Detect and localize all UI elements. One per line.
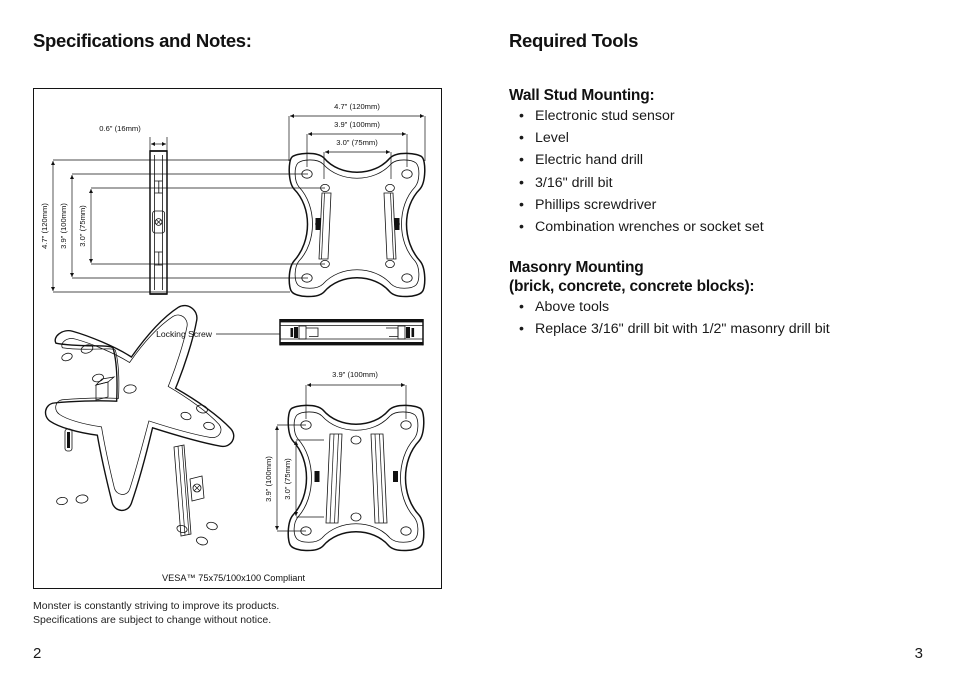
- list-item-label: Electronic stud sensor: [535, 108, 675, 124]
- vesa-compliance-note: VESA™ 75x75/100x100 Compliant: [162, 573, 305, 583]
- list-item: • Level: [509, 127, 764, 149]
- left-page: Specifications and Notes: 0.6" (16mm): [33, 0, 473, 682]
- list-item-label: Replace 3/16" drill bit with 1/2" masonr…: [535, 321, 830, 338]
- list-item-label: 3/16" drill bit: [535, 174, 613, 191]
- list-item: • Electronic stud sensor: [509, 105, 764, 127]
- dimension-top-v-1: 4.7" (120mm): [40, 203, 49, 249]
- page-title-required-tools: Required Tools: [509, 30, 639, 51]
- list-item-label: Above tools: [535, 299, 610, 315]
- list-item: • Combination wrenches or socket set: [509, 216, 764, 238]
- tool-list-masonry: • Above tools • Replace 3/16" drill bit …: [509, 296, 830, 340]
- bullet-icon: •: [519, 321, 524, 338]
- section-subtitle-masonry: (brick, concrete, concrete blocks):: [509, 278, 755, 295]
- section-title-masonry: Masonry Mounting: [509, 259, 644, 276]
- bullet-icon: •: [519, 196, 524, 213]
- callout-locking-screw: Locking Screw: [156, 329, 213, 339]
- bottom-bracket-front-view: 3.9" (100mm) 3.9" (100mm) 3.0" (75mm): [264, 370, 425, 552]
- list-item-label: Level: [535, 130, 569, 147]
- list-item: • Electric hand drill: [509, 149, 764, 171]
- list-item-label: Electric hand drill: [535, 152, 644, 169]
- specifications-footnote: Monster is constantly striving to improv…: [33, 600, 279, 627]
- dimension-top-h-3: 3.0" (75mm): [336, 138, 378, 147]
- bullet-icon: •: [519, 108, 524, 124]
- page-number-right: 3: [914, 645, 923, 662]
- bullet-icon: •: [519, 219, 524, 236]
- list-item: • Above tools: [509, 296, 830, 318]
- list-item-label: Combination wrenches or socket set: [535, 219, 764, 236]
- dimension-bottom-h-1: 3.9" (100mm): [332, 370, 378, 379]
- footnote-line-2: Specifications are subject to change wit…: [33, 613, 272, 626]
- side-profile-view: 0.6" (16mm): [99, 124, 168, 295]
- dimension-top-h-1: 4.7" (120mm): [334, 102, 380, 111]
- specifications-diagram: 0.6" (16mm): [33, 88, 442, 589]
- footnote-line-1: Monster is constantly striving to improv…: [33, 600, 280, 612]
- dimension-top-v-2: 3.9" (100mm): [59, 203, 68, 249]
- section-masonry-mounting: Masonry Mounting (brick, concrete, concr…: [509, 258, 830, 340]
- list-item: • 3/16" drill bit: [509, 172, 764, 194]
- top-bracket-front-view: 4.7" (120mm) 3.9" (100mm) 3.0" (75mm) 4.…: [40, 102, 426, 298]
- section-wall-stud-mounting: Wall Stud Mounting: • Electronic stud se…: [509, 86, 764, 238]
- list-item: • Replace 3/16" drill bit with 1/2" maso…: [509, 318, 830, 340]
- page-number-left: 2: [33, 645, 42, 662]
- locking-screw-profile-view: Locking Screw: [156, 319, 424, 346]
- dimension-top-h-2: 3.9" (100mm): [334, 120, 380, 129]
- section-title-wall-stud: Wall Stud Mounting:: [509, 87, 655, 104]
- bullet-icon: •: [519, 130, 524, 147]
- list-item: • Phillips screwdriver: [509, 194, 764, 216]
- bullet-icon: •: [519, 152, 524, 169]
- right-page: Required Tools Wall Stud Mounting: • Ele…: [509, 0, 929, 682]
- bullet-icon: •: [519, 174, 524, 191]
- page-title-specifications: Specifications and Notes:: [33, 30, 252, 51]
- bracket-technical-drawing: 0.6" (16mm): [40, 102, 426, 583]
- dimension-bottom-v-1: 3.9" (100mm): [264, 456, 273, 502]
- bullet-icon: •: [519, 299, 524, 315]
- tool-list-wall-stud: • Electronic stud sensor • Level • Elect…: [509, 105, 764, 238]
- isometric-bracket-view: [44, 304, 235, 546]
- list-item-label: Phillips screwdriver: [535, 196, 657, 213]
- dimension-side-width: 0.6" (16mm): [99, 124, 141, 133]
- dimension-bottom-v-2: 3.0" (75mm): [283, 458, 292, 500]
- dimension-top-v-3: 3.0" (75mm): [78, 205, 87, 247]
